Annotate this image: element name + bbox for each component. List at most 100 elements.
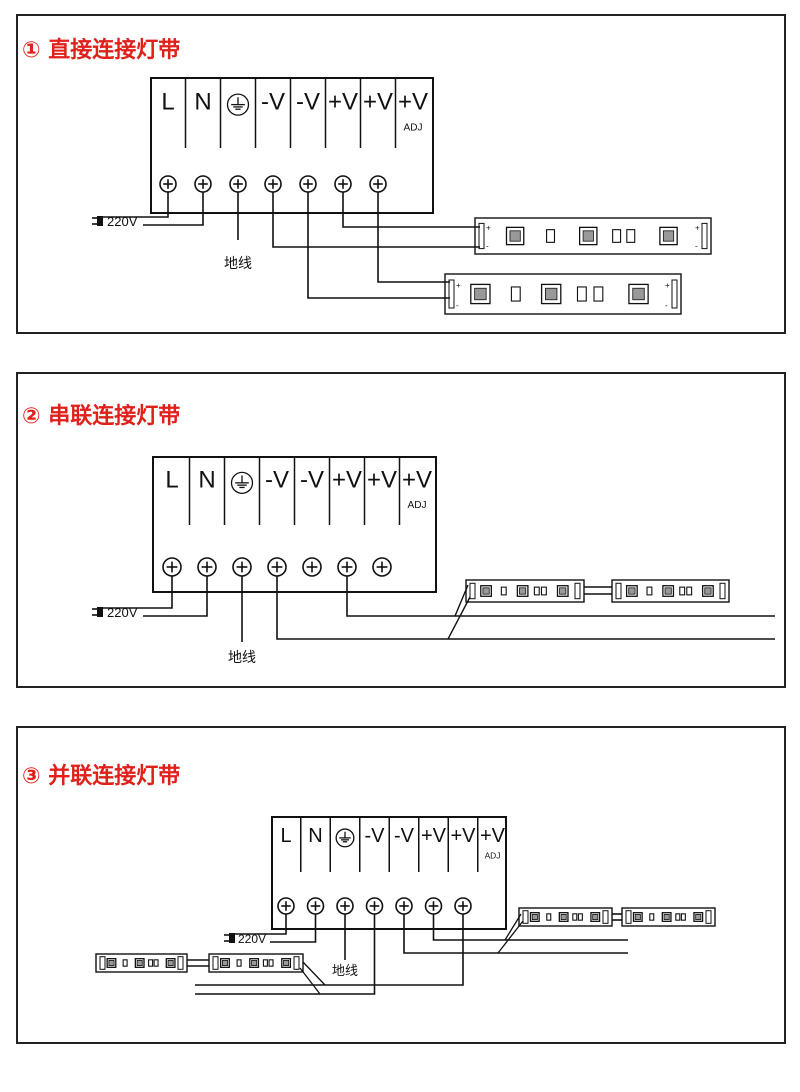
wire-L	[97, 192, 169, 218]
screw-terminal-icon	[162, 557, 182, 577]
terminal-label-4: -V	[296, 89, 320, 116]
terminal-label-0: L	[280, 825, 291, 847]
ground-icon	[335, 828, 355, 848]
screw-terminal-icon	[337, 557, 357, 577]
plug-icon	[92, 607, 103, 617]
screw-terminal-icon	[306, 897, 325, 915]
wire-right-minus	[403, 914, 628, 954]
strip-minus-mark: -	[486, 242, 489, 251]
resistor-chip	[500, 586, 507, 596]
resistor-chip	[268, 959, 274, 967]
screw-terminal-icon	[229, 175, 247, 193]
wire-right-plus	[432, 914, 628, 941]
screw-terminal-icon	[194, 175, 212, 193]
strip-pad	[478, 222, 485, 250]
screw-terminal-icon	[365, 897, 384, 915]
strip-plus-mark: +	[456, 281, 461, 290]
strip-pad	[177, 956, 184, 970]
strip-pad	[701, 222, 708, 250]
section-3-title: ③ 并联连接灯带	[22, 764, 181, 789]
strip-plus-mark: +	[665, 281, 670, 290]
terminal-label-4: -V	[394, 825, 415, 847]
strip-lead-minus	[299, 967, 321, 995]
strip-lead-plus	[504, 913, 522, 941]
strip-pad	[705, 910, 712, 924]
terminal-label-0: L	[165, 467, 178, 494]
led-strip: +-+-	[474, 217, 712, 255]
screw-terminal-icon	[336, 897, 354, 915]
led-strip	[611, 579, 730, 603]
terminal-label-5: +V	[328, 89, 358, 116]
strip-pad	[293, 956, 300, 970]
input-voltage-label: 220V	[238, 932, 266, 946]
wire-N	[270, 914, 317, 943]
terminal-label-7: +V	[480, 825, 506, 847]
terminal-label-3: -V	[265, 467, 289, 494]
resistor-chip	[626, 229, 636, 243]
resistor-chip	[533, 586, 540, 596]
strip-pad	[99, 956, 106, 970]
ground-icon	[230, 471, 254, 494]
wire-strip1-plus	[342, 192, 480, 228]
resistor-chip	[612, 229, 622, 243]
strip-lead-plus	[302, 961, 326, 986]
screw-terminal-icon	[302, 557, 322, 577]
led-strip: + - + -	[444, 273, 682, 315]
plug-icon	[92, 216, 103, 226]
wire-L	[229, 914, 287, 935]
wire-plus-bus	[346, 576, 775, 617]
strip-plus-mark: +	[486, 224, 491, 233]
strip-pad	[522, 910, 529, 924]
screw-terminal-icon	[454, 897, 472, 915]
section-2-title: ② 串联连接灯带	[22, 404, 181, 429]
resistor-chip	[262, 959, 268, 967]
strip-minus-mark: -	[665, 301, 668, 310]
strip-pad	[469, 582, 476, 600]
screw-terminal-icon	[299, 175, 317, 193]
screw-terminal-icon	[369, 175, 387, 193]
ground-icon	[226, 93, 250, 116]
terminal-adj-label: ADJ	[407, 500, 426, 511]
wire-minus-bus	[276, 576, 775, 640]
terminal-adj-label: ADJ	[403, 123, 422, 134]
wire-N	[143, 192, 204, 226]
wire-L	[97, 576, 173, 609]
section-3-panel	[16, 726, 786, 1044]
terminal-label-5: +V	[421, 825, 447, 847]
strip-lead-plus	[454, 584, 469, 617]
resistor-chip	[576, 286, 587, 302]
section-1-title: ① 直接连接灯带	[22, 38, 181, 63]
led-strip	[208, 953, 304, 973]
wire-left-plus	[195, 914, 464, 986]
strip-pad	[212, 956, 219, 970]
ground-label: 地线	[224, 255, 252, 271]
strip-lead-minus	[497, 920, 524, 954]
wire-strip2-minus	[307, 192, 450, 299]
strip-pad	[574, 582, 581, 600]
wire-strip2-plus	[377, 192, 450, 283]
ground-label: 地线	[332, 963, 358, 978]
terminal-label-6: +V	[450, 825, 476, 847]
terminal-label-0: L	[161, 89, 174, 116]
resistor-chip	[679, 586, 686, 596]
strip-pad	[615, 582, 622, 600]
wire-strip1-minus	[272, 192, 480, 248]
screw-terminal-icon	[334, 175, 352, 193]
led-strip	[518, 907, 613, 927]
strip-minus-mark: -	[456, 301, 459, 310]
screw-terminal-icon	[424, 897, 443, 915]
terminal-label-3: -V	[365, 825, 386, 847]
resistor-chip	[148, 959, 154, 967]
screw-terminal-icon	[395, 897, 413, 915]
resistor-chip	[572, 913, 578, 921]
terminal-label-1: N	[308, 825, 322, 847]
resistor-chip	[122, 959, 128, 967]
led-strip	[95, 953, 188, 973]
strip-pad	[448, 279, 455, 309]
terminal-label-7: +V	[398, 89, 428, 116]
resistor-chip	[546, 913, 552, 921]
led-strip	[465, 579, 585, 603]
strip-minus-mark: -	[695, 242, 698, 251]
screw-terminal-icon	[159, 175, 177, 193]
